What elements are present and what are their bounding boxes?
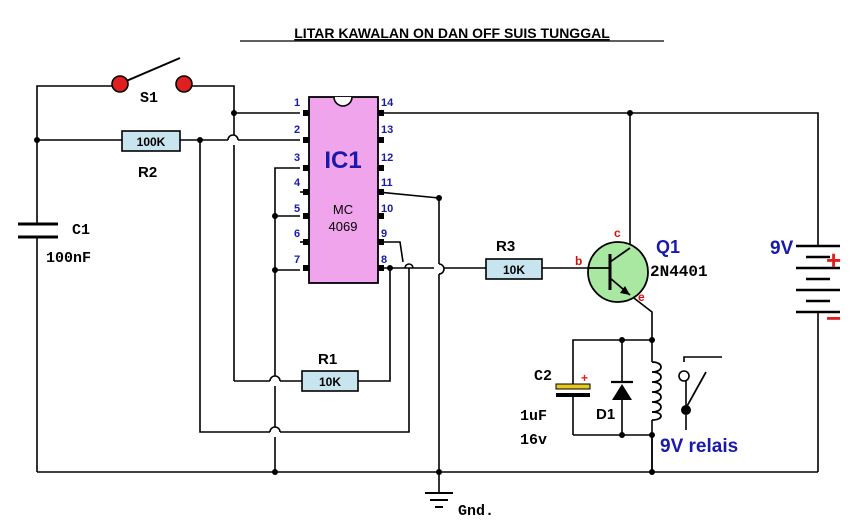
- pin-9: 9: [381, 228, 387, 240]
- pin-6: 6: [294, 228, 300, 240]
- pin-10: 10: [381, 203, 393, 215]
- q1-label: Q1: [656, 237, 680, 257]
- relay-label: 9V relais: [660, 436, 738, 457]
- c2-label: C2: [534, 368, 552, 385]
- r1-label: R1: [318, 351, 337, 368]
- capacitor-c2: + C2 1uF 16v: [520, 368, 591, 449]
- pin-11: 11: [381, 177, 393, 189]
- ic-part-number: 4069: [329, 219, 358, 234]
- d1-label: D1: [596, 406, 615, 423]
- c2-polarity: +: [581, 371, 588, 385]
- ic-4069: IC1 MC 4069 1 2 3 4 5 6 7 14 13: [294, 96, 394, 284]
- pin-3: 3: [294, 152, 300, 164]
- switch-label: S1: [140, 90, 158, 107]
- relay-coil: [651, 361, 662, 421]
- battery-plus: +: [826, 245, 841, 275]
- ground-label: Gnd.: [458, 503, 494, 520]
- diode-d1: D1: [596, 380, 633, 423]
- resistor-r1: 10K R1: [301, 351, 359, 392]
- battery-voltage: 9V: [770, 238, 794, 259]
- junction-dots: [34, 110, 655, 475]
- pin-2: 2: [294, 124, 300, 136]
- q1-pin-c: c: [614, 226, 621, 240]
- q1-part: 2N4401: [650, 263, 708, 281]
- c1-value: 100nF: [46, 250, 91, 267]
- pin-4: 4: [294, 177, 301, 189]
- r2-label: R2: [138, 164, 157, 181]
- pin-13: 13: [381, 124, 393, 136]
- r2-value: 100K: [137, 135, 166, 149]
- transistor-q1: b c e Q1 2N4401: [575, 226, 708, 304]
- diagram-title: LITAR KAWALAN ON DAN OFF SUIS TUNGGAL: [294, 25, 610, 41]
- battery-9v: 9V + −: [770, 238, 841, 333]
- ic-label: IC1: [324, 147, 361, 174]
- pin-12: 12: [381, 152, 393, 164]
- resistor-r3: 10K R3: [485, 238, 543, 280]
- pin-5: 5: [294, 203, 300, 215]
- battery-minus: −: [826, 303, 841, 333]
- wires: [36, 85, 819, 493]
- switch-s1: S1: [111, 57, 193, 107]
- ground-symbol: Gnd.: [425, 492, 494, 520]
- relay-contact: 9V relais: [660, 370, 738, 457]
- r1-value: 10K: [319, 375, 341, 389]
- r3-label: R3: [496, 238, 515, 255]
- pin-7: 7: [294, 254, 300, 266]
- q1-pin-b: b: [575, 254, 582, 268]
- resistor-r2: 100K R2: [121, 130, 181, 181]
- r3-value: 10K: [503, 263, 525, 277]
- capacitor-c1: C1 100nF: [18, 222, 91, 267]
- pin-8: 8: [381, 254, 387, 266]
- c2-voltage: 16v: [520, 432, 547, 449]
- q1-pin-e: e: [638, 290, 645, 304]
- pin-1: 1: [294, 97, 300, 109]
- c2-value: 1uF: [520, 408, 547, 425]
- pin-14: 14: [381, 97, 394, 109]
- ic-part: MC: [333, 202, 353, 217]
- c1-label: C1: [72, 222, 90, 239]
